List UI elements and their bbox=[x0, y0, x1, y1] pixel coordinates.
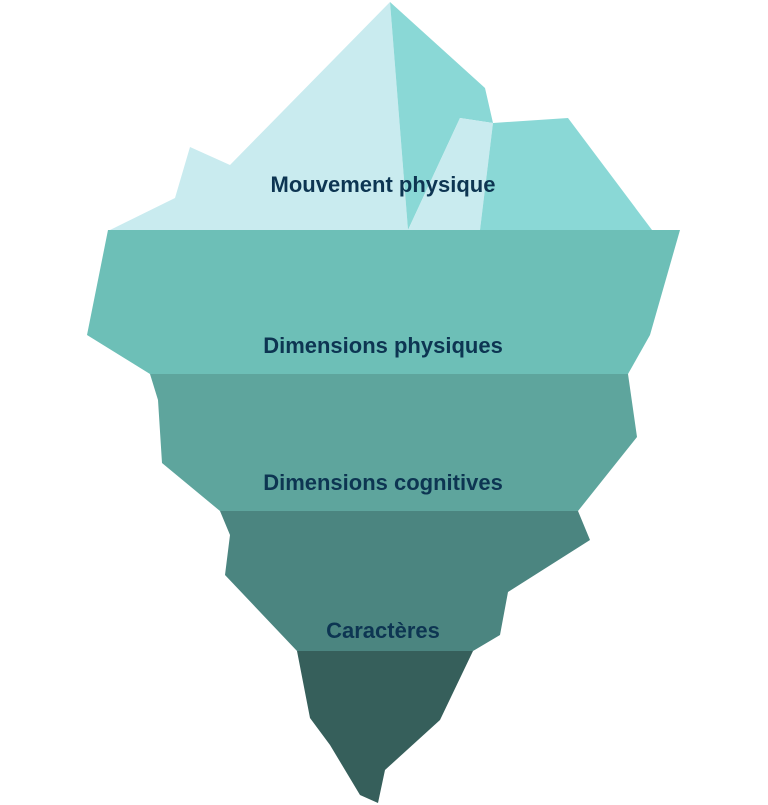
layer-caracteres-shape bbox=[220, 511, 590, 651]
tip-inner-facet bbox=[408, 118, 493, 230]
layer-label-caracteres: Caractères bbox=[326, 618, 440, 643]
layer-label-dimensions-physiques: Dimensions physiques bbox=[263, 333, 503, 358]
tip-left-facet bbox=[110, 2, 408, 230]
iceberg-bottom-shape bbox=[297, 651, 473, 803]
iceberg-tip bbox=[110, 2, 652, 230]
tip-right-facet bbox=[480, 118, 652, 230]
layer-dimensions-cognitives-shape bbox=[150, 374, 637, 511]
tip-center-facet bbox=[390, 2, 493, 230]
layer-label-mouvement-physique: Mouvement physique bbox=[271, 172, 496, 197]
layer-dimensions-physiques-shape bbox=[87, 230, 680, 374]
layer-label-dimensions-cognitives: Dimensions cognitives bbox=[263, 470, 503, 495]
